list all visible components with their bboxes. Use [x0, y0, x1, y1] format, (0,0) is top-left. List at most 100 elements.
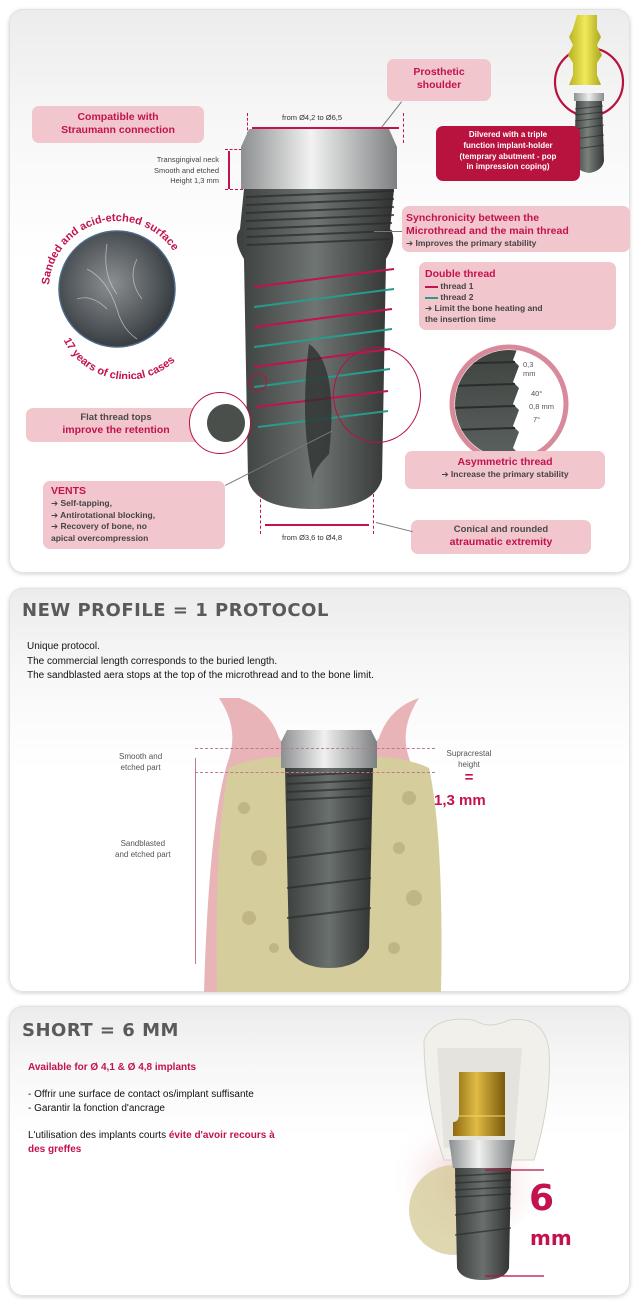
vents-item3: ➔ Recovery of bone, no [51, 521, 147, 532]
compatible-line1: Compatible with [77, 111, 159, 123]
main-implant-illustration [236, 129, 397, 509]
six-number: 6 [529, 1178, 555, 1219]
usage-text: L'utilisation des implants courts évite … [28, 1129, 328, 1158]
bullet2: - Garantir la fonction d'ancrage [28, 1103, 165, 1114]
flat-line2: improve the retention [62, 423, 170, 436]
top-diameter-label: from Ø4,2 to Ø6,5 [282, 113, 343, 122]
flat-thread-marker [249, 373, 267, 391]
synchro-line2: Microthread and the main thread [406, 225, 569, 238]
tooth-crown-implant-illustration [394, 1018, 550, 1280]
asymmetric-thread-callout: Asymmetric thread ➔ Increase the primary… [405, 451, 605, 489]
new-profile-panel: NEW PROFILE = 1 PROTOCOL Unique protocol… [9, 588, 630, 992]
short-title: SHORT = 6 MM [22, 1020, 179, 1041]
supracrestal-value: 1,3 mm [434, 792, 486, 809]
holder-line4: in impression coping) [466, 162, 550, 172]
supracrestal-label: Supracrestal height = [439, 748, 499, 787]
short-implant-panel: SHORT = 6 MM Available for Ø 4,1 & Ø 4,8… [9, 1006, 630, 1296]
supracrestal-equals: = [464, 769, 474, 787]
compatible-callout: Compatible with Straumann connection [32, 106, 204, 143]
sandblasted-height-line [195, 758, 196, 964]
smooth-part-label: Smooth and etched part [119, 751, 162, 773]
asym-measurements: 0,3 mm 40° 0,8 mm 7° [523, 360, 555, 424]
implant-features-panel: Compatible with Straumann connection Pro… [9, 9, 630, 573]
bottom-dim-arrow [265, 524, 369, 526]
synchronicity-callout: Synchronicity between the Microthread an… [402, 206, 630, 252]
thread2-legend: thread 2 [425, 292, 616, 303]
protocol-line1: Unique protocol. [27, 641, 100, 652]
thread2-swatch [425, 296, 438, 299]
synchro-leader [374, 231, 402, 232]
neck-line3: Height 1,3 mm [170, 176, 219, 185]
available-text: Available for Ø 4,1 & Ø 4,8 implants [28, 1062, 197, 1073]
thread1-legend: thread 1 [425, 281, 616, 292]
sandblasted-line2: and etched part [115, 850, 171, 860]
prosthetic-line1: Prosthetic [413, 66, 465, 78]
bone-limit-guide [195, 772, 435, 773]
smooth-line1: Smooth and [119, 752, 163, 761]
holder-line2: function implant-holder [463, 140, 553, 150]
double-thread-title: Double thread [425, 268, 496, 280]
vents-item1: ➔ Self-tapping, [51, 498, 112, 509]
mm-unit: mm [530, 1226, 572, 1250]
neck-height-arrow [228, 151, 230, 189]
holder-line3: (temprary abutment - pop [459, 151, 557, 161]
asym-pitch-top: 0,3 [523, 360, 534, 369]
vents-title: VENTS [51, 485, 87, 497]
sandblasted-part-label: Sandblasted and etched part [115, 838, 171, 860]
supracrestal-line2: height [458, 760, 480, 770]
bottom-diameter-label: from Ø3,6 to Ø4,8 [282, 533, 343, 542]
thread1-swatch [425, 285, 438, 288]
vents-item4: apical overcompression [51, 532, 149, 543]
implant-holder-illustration [553, 15, 625, 173]
asym-pitch: 0,8 mm [529, 401, 555, 411]
supracrestal-top-guide [195, 748, 435, 749]
asym-angle-bottom: 7° [533, 414, 541, 424]
bullet1: - Offrir une surface de contact os/impla… [28, 1088, 254, 1100]
top-dim-arrow [252, 127, 399, 129]
neck-line2: Smooth and etched [153, 165, 219, 175]
prosthetic-line2: shoulder [416, 79, 462, 92]
short-text: Available for Ø 4,1 & Ø 4,8 implants - O… [28, 1061, 328, 1158]
conical-callout: Conical and rounded atraumatic extremity [411, 520, 591, 554]
asymmetric-title: Asymmetric thread [457, 456, 553, 468]
holder-line1: Dilvered with a triple [468, 130, 548, 139]
gum-bone-implant-illustration [204, 698, 442, 992]
conical-line1: Conical and rounded [453, 524, 549, 535]
asym-pitch-top-unit: mm [523, 368, 536, 378]
usage-plain: L'utilisation des implants courts [28, 1129, 169, 1141]
flat-line1: Flat thread tops [80, 412, 152, 423]
neck-note: Transgingival neck Smooth and etched Hei… [109, 155, 219, 187]
surface-sem-circle: Sanded and acid-etched surface 17 years … [40, 212, 181, 379]
thread1-label: thread 1 [440, 281, 474, 292]
top-dim-right-guide [403, 113, 404, 143]
protocol-line2: The commercial length corresponds to the… [27, 655, 278, 667]
asym-angle-top: 40° [531, 389, 543, 399]
double-thread-arrow2: the insertion time [425, 314, 496, 325]
neck-top-guide [225, 149, 251, 150]
flat-thread-callout: Flat thread tops improve the retention [26, 408, 206, 442]
new-profile-text: Unique protocol. The commercial length c… [27, 640, 374, 684]
bottom-dim-right-guide [373, 494, 374, 534]
protocol-line3: The sandblasted aera stops at the top of… [27, 670, 374, 681]
usage-highlight2: des greffes [28, 1144, 82, 1155]
implant-holder-callout: Dilvered with a triple function implant-… [436, 126, 580, 181]
supracrestal-line1: Supracrestal [446, 749, 492, 758]
smooth-line2: etched part [120, 763, 161, 773]
flat-thread-zoom-circle [189, 392, 251, 454]
neck-line1: Transgingival neck [156, 155, 219, 164]
asymmetric-arrow-text: ➔ Increase the primary stability [441, 469, 569, 480]
compatible-line2: Straumann connection [61, 124, 175, 137]
prosthetic-shoulder-callout: Prosthetic shoulder [387, 59, 491, 101]
vents-item2: ➔ Antirotational blocking, [51, 509, 156, 520]
double-thread-arrow1: ➔ Limit the bone heating and [425, 303, 543, 314]
synchro-arrow-text: ➔ Improves the primary stability [406, 238, 537, 249]
conical-line2: atraumatic extremity [449, 535, 553, 548]
thread-focus-circle [333, 347, 421, 443]
new-profile-title: NEW PROFILE = 1 PROTOCOL [22, 600, 329, 621]
synchro-line1: Synchronicity between the [406, 212, 540, 224]
usage-highlight1: évite d'avoir recours à [168, 1129, 275, 1141]
double-thread-callout: Double thread thread 1 thread 2 ➔ Limit … [419, 262, 616, 330]
sandblasted-line1: Sandblasted [120, 839, 166, 848]
bottom-dim-left-guide [260, 494, 261, 534]
thread2-label: thread 2 [440, 292, 474, 303]
